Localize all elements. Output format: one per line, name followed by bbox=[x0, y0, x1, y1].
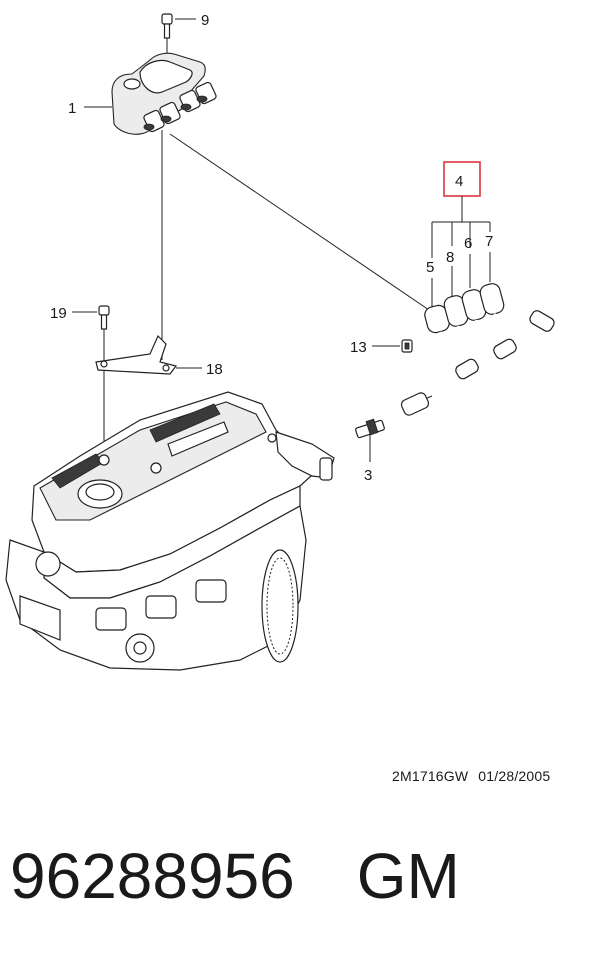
callout-8: 8 bbox=[446, 249, 454, 266]
engine-block bbox=[5, 391, 335, 671]
connection-line-coil-to-wires bbox=[169, 133, 433, 313]
drawing-stamp: 2M1716GW 01/28/2005 bbox=[392, 768, 560, 784]
callout-19: 19 bbox=[50, 305, 67, 322]
part-19-bolt bbox=[98, 305, 110, 452]
exploded-parts-diagram: 9 1 4 5 8 6 7 bbox=[5, 12, 555, 671]
part-number-line: 96288956 GM bbox=[10, 836, 460, 916]
wire-set-bracket bbox=[431, 196, 491, 258]
ignition-wires bbox=[400, 283, 555, 416]
callout-13: 13 bbox=[350, 339, 367, 356]
callout-18: 18 bbox=[206, 361, 223, 378]
callout-9: 9 bbox=[201, 12, 209, 29]
part-1-ignition-coil bbox=[111, 52, 217, 135]
part-18-bracket bbox=[95, 334, 178, 375]
part-number: 96288956 bbox=[10, 840, 295, 912]
part-13-clip bbox=[401, 339, 413, 353]
drawing-code: 2M1716GW bbox=[392, 768, 469, 784]
callout-4: 4 bbox=[455, 173, 463, 190]
callout-6: 6 bbox=[464, 235, 472, 252]
callout-3: 3 bbox=[364, 467, 372, 484]
callout-1: 1 bbox=[68, 100, 76, 117]
part-9-bolt bbox=[161, 13, 173, 58]
brand-name: GM bbox=[356, 840, 460, 912]
callout-5: 5 bbox=[426, 259, 434, 276]
drawing-date: 01/28/2005 bbox=[478, 768, 551, 784]
callout-7: 7 bbox=[485, 233, 493, 250]
part-3-spark-plug bbox=[355, 418, 385, 462]
